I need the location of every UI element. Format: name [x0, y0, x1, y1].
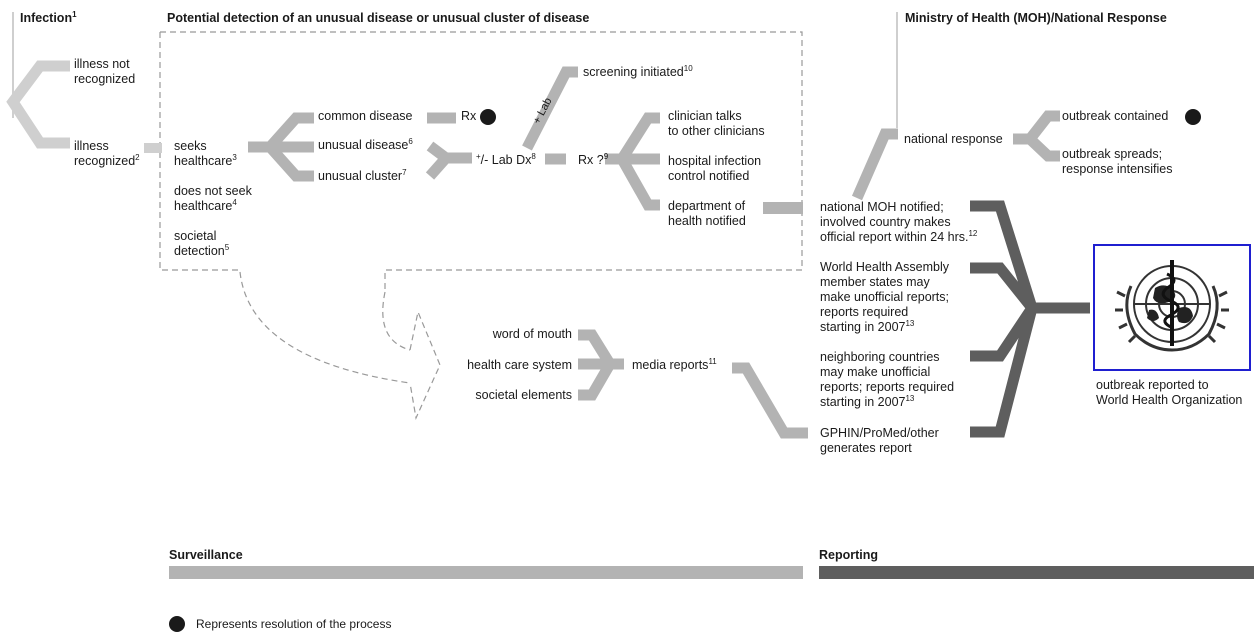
media-reports-label: media reports11: [632, 356, 717, 372]
unusual-cluster-label: unusual cluster7: [318, 167, 407, 183]
infection-fork: [6, 60, 70, 149]
screening-initiated-label: screening initiated10: [583, 63, 693, 79]
rx-question-label: Rx ?9: [578, 151, 609, 167]
word-of-mouth-label: word of mouth: [492, 327, 572, 341]
reporting-bar: [819, 566, 1254, 579]
national-response-label: national response: [904, 132, 1003, 146]
legend-dot: [169, 616, 185, 632]
surveillance-bar: [169, 566, 803, 579]
rx-resolution-dot: [480, 109, 496, 125]
seeks-fork: [248, 112, 314, 182]
plus-lab-line: [522, 66, 578, 151]
who-emblem-icon: [1115, 260, 1229, 352]
societal-elements-label: societal elements: [475, 388, 572, 402]
detection-boundary: [159, 31, 803, 292]
rx-label: Rx: [461, 109, 477, 123]
national-moh-notified-label: national MOH notified;involved country m…: [820, 200, 978, 244]
lab-dx-label: +/- Lab Dx8: [476, 151, 536, 167]
legend-text: Represents resolution of the process: [196, 617, 392, 631]
unusual-disease-label: unusual disease6: [318, 136, 413, 152]
national-fork: [1013, 110, 1060, 162]
surveillance-label: Surveillance: [169, 548, 243, 562]
recognized-connector: [144, 143, 162, 153]
common-disease-label: common disease: [318, 109, 413, 123]
moh-to-national-line: [851, 128, 898, 201]
outbreak-contained-label: outbreak contained: [1062, 109, 1169, 123]
unusual-merge: [425, 141, 472, 180]
reporting-label: Reporting: [819, 548, 879, 562]
who-emblem-image: [1093, 244, 1251, 371]
outbreak-spreads-label: outbreak spreads;response intensifies: [1062, 147, 1173, 176]
department-connector: [763, 202, 803, 214]
health-care-system-label: health care system: [467, 358, 572, 372]
contained-resolution-dot: [1185, 109, 1201, 125]
detection-header: Potential detection of an unusual diseas…: [167, 11, 590, 25]
media-to-gphin: [732, 362, 808, 439]
reporting-convergence: [970, 200, 1090, 438]
ministry-header: Ministry of Health (MOH)/National Respon…: [905, 11, 1167, 25]
societal-dashed-arrow: [239, 271, 441, 421]
media-fork: [578, 329, 624, 401]
rx-clinician-fork: [605, 112, 660, 211]
infection-header: Infection1: [20, 9, 77, 25]
